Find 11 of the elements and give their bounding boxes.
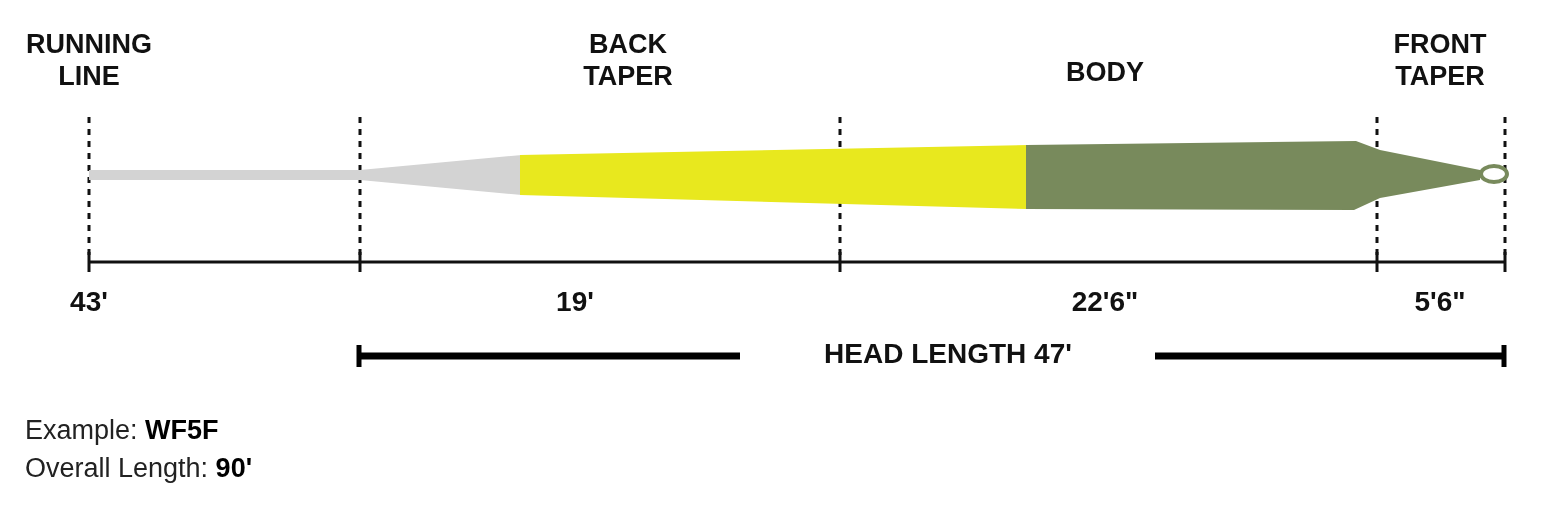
- section-label: BODY: [1065, 56, 1145, 88]
- section-label: RUNNING LINE: [25, 28, 153, 92]
- length-value: 5'6": [1414, 286, 1466, 318]
- overall-length-note: Overall Length: 90': [25, 452, 253, 484]
- example-note: Example: WF5F: [25, 414, 219, 446]
- section-label: FRONT TAPER: [1392, 28, 1488, 92]
- section-label: BACK TAPER: [582, 28, 674, 92]
- length-value: 43': [70, 286, 108, 318]
- length-value: 19': [556, 286, 594, 318]
- head-length-label: HEAD LENGTH 47': [824, 338, 1072, 370]
- length-value: 22'6": [1071, 286, 1139, 318]
